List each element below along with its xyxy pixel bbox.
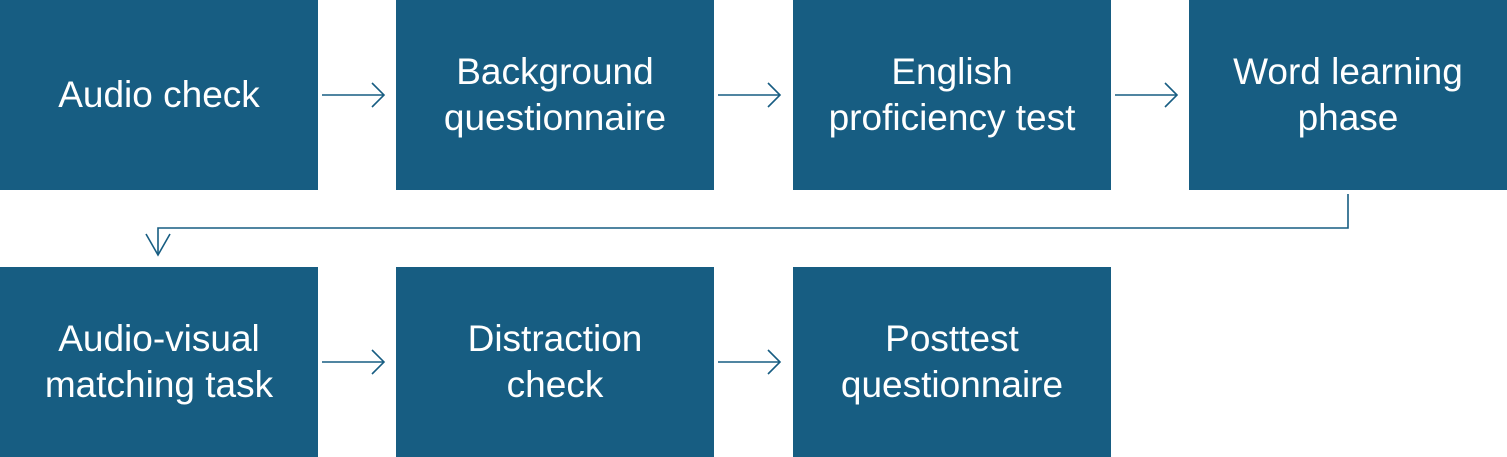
arrow-step4-to-step5 [145,194,1349,257]
arrow-step1-to-step2 [322,82,386,108]
step-label: Word learning phase [1233,51,1463,138]
arrow-step5-to-step6 [322,349,386,375]
step-label: Audio check [58,74,260,115]
step-label: Posttest questionnaire [840,318,1064,405]
step-word-learning-phase: Word learning phase [1189,0,1507,190]
step-background-questionnaire: Background questionnaire [396,0,714,190]
step-label: Audio-visual matching task [44,318,274,405]
step-distraction-check: Distraction check [396,267,714,457]
step-label: English proficiency test [828,51,1076,138]
step-label: Distraction check [467,318,643,405]
arrow-step3-to-step4 [1115,82,1179,108]
step-english-proficiency-test: English proficiency test [793,0,1111,190]
step-posttest-questionnaire: Posttest questionnaire [793,267,1111,457]
arrow-step2-to-step3 [718,82,782,108]
step-audio-visual-matching-task: Audio-visual matching task [0,267,318,457]
step-audio-check: Audio check [0,0,318,190]
step-label: Background questionnaire [443,51,667,138]
arrow-step6-to-step7 [718,349,782,375]
